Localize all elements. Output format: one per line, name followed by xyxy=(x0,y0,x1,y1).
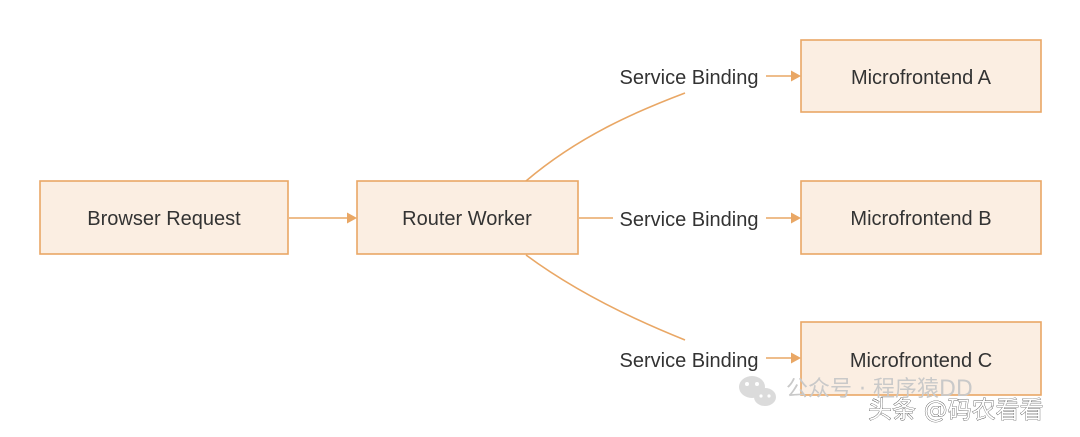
node-microfrontend-b-label: Microfrontend B xyxy=(850,208,991,230)
node-router-worker-label: Router Worker xyxy=(402,208,532,230)
arrow-head-a xyxy=(791,70,801,82)
watermark-account: 公众号 · 程序猿DD xyxy=(786,377,973,402)
node-browser-request-label: Browser Request xyxy=(87,208,241,230)
wechat-icon xyxy=(739,376,776,406)
watermark: 公众号 · 程序猿DD 头条 @码农看看 xyxy=(739,376,1044,424)
node-microfrontend-b-box xyxy=(800,180,1042,255)
edge-label-binding-c: Service Binding xyxy=(620,350,759,372)
edges xyxy=(289,70,801,364)
edge-label-binding-b: Service Binding xyxy=(620,209,759,231)
edge-router-to-c xyxy=(525,254,686,341)
node-microfrontend-c-label: Microfrontend C xyxy=(850,350,992,372)
node-microfrontend-c: Microfrontend C xyxy=(800,321,1042,396)
node-router-worker-box xyxy=(356,180,579,255)
watermark-platform: 头条 @码农看看 xyxy=(868,396,1044,424)
node-router-worker: Router Worker xyxy=(356,180,579,255)
edge-labels: Service Binding Service Binding Service … xyxy=(620,67,759,372)
node-microfrontend-b: Microfrontend B xyxy=(800,180,1042,255)
node-microfrontend-a: Microfrontend A xyxy=(800,39,1042,113)
node-microfrontend-c-box xyxy=(800,321,1042,396)
arrow-head-c xyxy=(791,352,801,364)
node-browser-request-box xyxy=(39,180,289,255)
edge-router-to-a xyxy=(525,92,686,182)
arrow-head-router xyxy=(347,212,357,224)
node-microfrontend-a-label: Microfrontend A xyxy=(851,67,992,89)
node-microfrontend-a-box xyxy=(800,39,1042,113)
arrow-head-b xyxy=(791,212,801,224)
node-browser-request: Browser Request xyxy=(39,180,289,255)
edge-label-binding-a: Service Binding xyxy=(620,67,759,89)
